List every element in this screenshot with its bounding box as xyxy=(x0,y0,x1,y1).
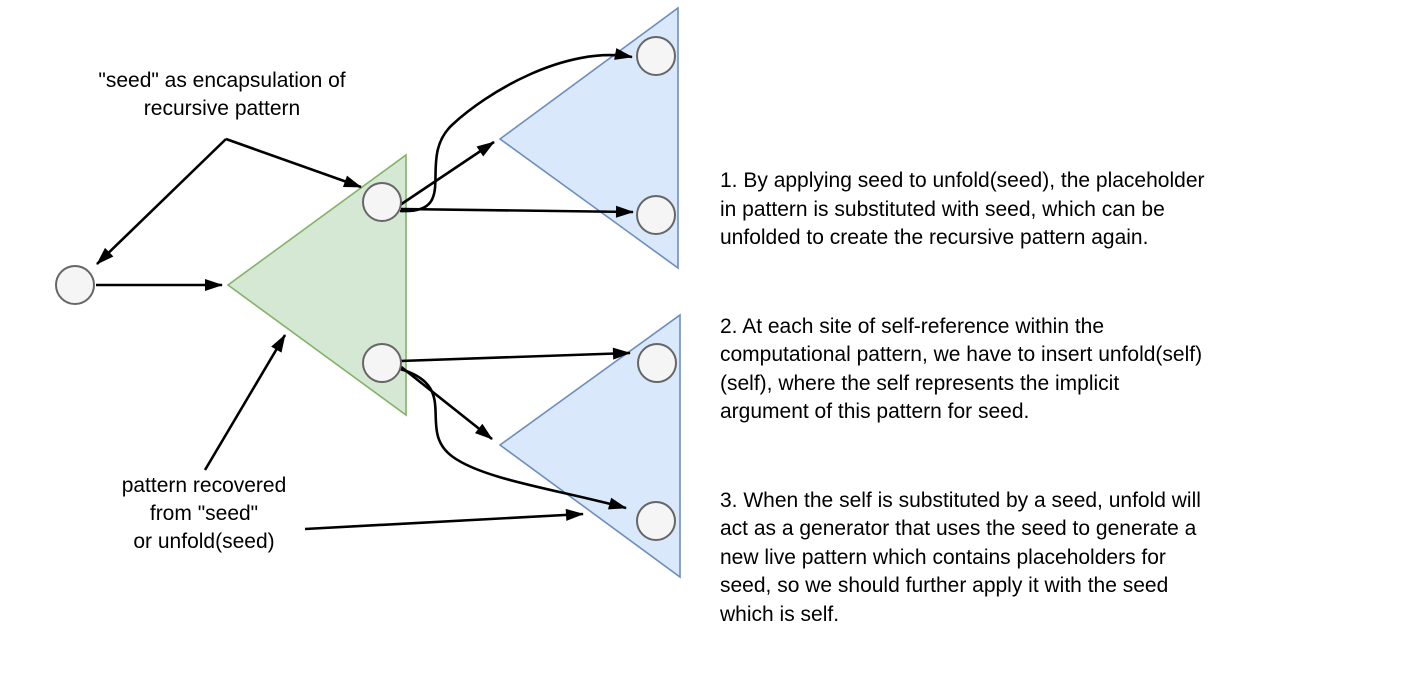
arrow-green-top-to-blue-top-upper-node xyxy=(399,48,633,213)
note-paragraph-1: 1. By applying seed to unfold(seed), the… xyxy=(720,169,1205,250)
node-green-bottom xyxy=(362,343,402,383)
recursion-diagram xyxy=(55,6,681,579)
node-blue-top-lower xyxy=(636,195,676,235)
diagram-canvas: "seed" as encapsulation of recursive pat… xyxy=(55,6,1205,626)
arrow-green-bottom-to-blue-bottom-lower-node xyxy=(399,367,627,510)
arrow-green-bottom-to-blue-bottom-apex xyxy=(399,364,493,441)
green-pattern-triangle xyxy=(226,153,407,417)
blue-triangle-top xyxy=(498,6,679,270)
arrow-green-bottom-to-blue-bottom-upper-node xyxy=(399,347,631,363)
notes-column: 1. By applying seed to unfold(seed), the… xyxy=(720,139,1320,690)
arrow-label-to-seed-node xyxy=(96,138,227,265)
note-paragraph-3: 3. When the self is substituted by a see… xyxy=(720,489,1201,626)
arrow-pattern-label-to-green-edge xyxy=(203,334,287,471)
arrow-label-to-green-top-node xyxy=(225,137,362,189)
arrow-green-top-to-blue-top-apex xyxy=(399,140,495,207)
node-green-top xyxy=(362,182,402,222)
note-paragraph-2: 2. At each site of self-reference within… xyxy=(720,315,1203,424)
seed-encapsulation-label: "seed" as encapsulation of recursive pat… xyxy=(98,69,346,120)
pattern-recovered-label: pattern recovered from "seed" or unfold(… xyxy=(121,474,287,553)
node-blue-bottom-upper xyxy=(637,343,677,383)
node-seed xyxy=(55,265,95,305)
arrow-green-top-to-blue-top-lower-node xyxy=(400,205,634,218)
arrow-pattern-label-to-blue-bottom-edge xyxy=(304,508,584,531)
blue-triangle-bottom xyxy=(498,313,681,579)
node-blue-top-upper xyxy=(636,36,676,76)
node-blue-bottom-lower xyxy=(636,501,676,541)
